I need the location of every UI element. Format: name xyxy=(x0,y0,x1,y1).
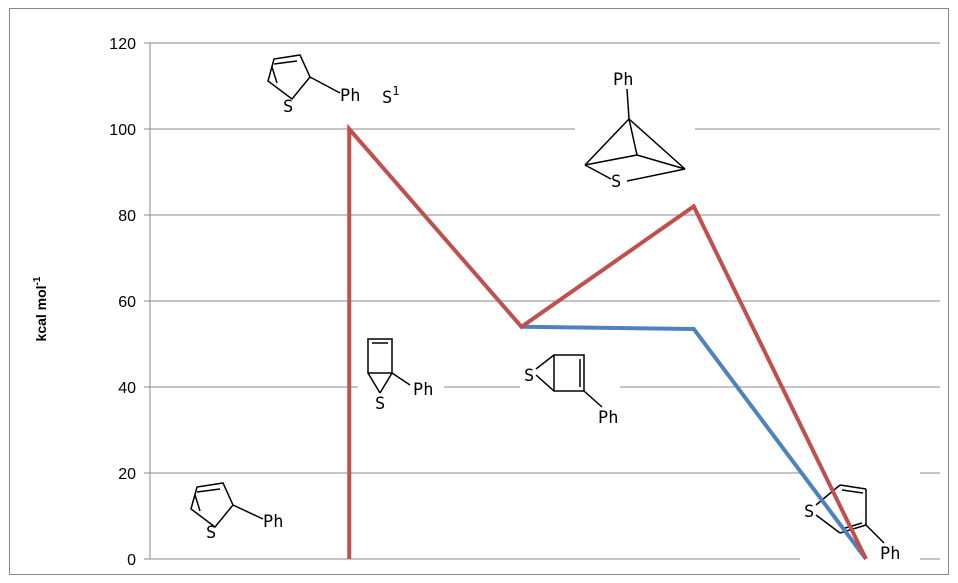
chart-frame: 0 20 40 60 80 100 120 S Ph S Ph xyxy=(9,8,949,575)
s-atom-label: S xyxy=(524,366,534,386)
s-atom-label: S xyxy=(375,394,385,414)
ph-group-label: Ph xyxy=(263,512,283,532)
s-atom-label: S xyxy=(206,523,216,543)
y-tick-label: 80 xyxy=(118,208,136,225)
intermediate-molecule-thiabicyclic: S Ph xyxy=(520,349,620,431)
transition-state-molecule-tricyclic: Ph S xyxy=(575,61,695,192)
molecule-structures: S Ph S Ph S1 xyxy=(183,49,920,564)
series-line-1 xyxy=(521,324,868,561)
y-tick-label: 0 xyxy=(127,552,136,569)
y-tick-label: 100 xyxy=(109,122,136,139)
ph-group-label: Ph xyxy=(880,544,900,564)
y-tick-label: 120 xyxy=(109,36,136,53)
y-axis-title: kcal mol-1 xyxy=(32,276,49,341)
ph-group-label: Ph xyxy=(598,408,618,428)
ph-group-label: Ph xyxy=(613,70,633,90)
y-axis-title-superscript: -1 xyxy=(32,276,43,285)
energy-diagram-chart: 0 20 40 60 80 100 120 S Ph S Ph xyxy=(32,36,940,569)
s1-state-label: S1 xyxy=(382,84,399,108)
y-tick-label: 60 xyxy=(118,294,136,311)
s-atom-label: S xyxy=(283,97,293,117)
s-atom-label: S xyxy=(611,172,621,192)
ground-state-molecule-2-phenylthiophene: S Ph xyxy=(183,479,293,543)
s-atom-label: S xyxy=(804,502,814,522)
intermediate-molecule-bicyclic: S Ph xyxy=(358,331,444,414)
svg-text:S1: S1 xyxy=(382,84,399,108)
ph-group-label: Ph xyxy=(340,86,360,106)
series-layer xyxy=(347,123,868,561)
ph-group-label: Ph xyxy=(413,380,433,400)
s1-label-superscript: 1 xyxy=(392,84,399,98)
series-line-0 xyxy=(347,123,868,560)
y-axis-title-text: kcal mol xyxy=(33,285,49,341)
y-tick-label: 40 xyxy=(118,380,136,397)
s1-label-text: S xyxy=(382,88,392,108)
excited-state-molecule-2-phenylthiophene: S Ph xyxy=(260,49,370,119)
y-tick-label: 20 xyxy=(118,466,136,483)
svg-text:kcal mol-1: kcal mol-1 xyxy=(32,276,49,341)
y-axis: 0 20 40 60 80 100 120 xyxy=(109,36,151,569)
